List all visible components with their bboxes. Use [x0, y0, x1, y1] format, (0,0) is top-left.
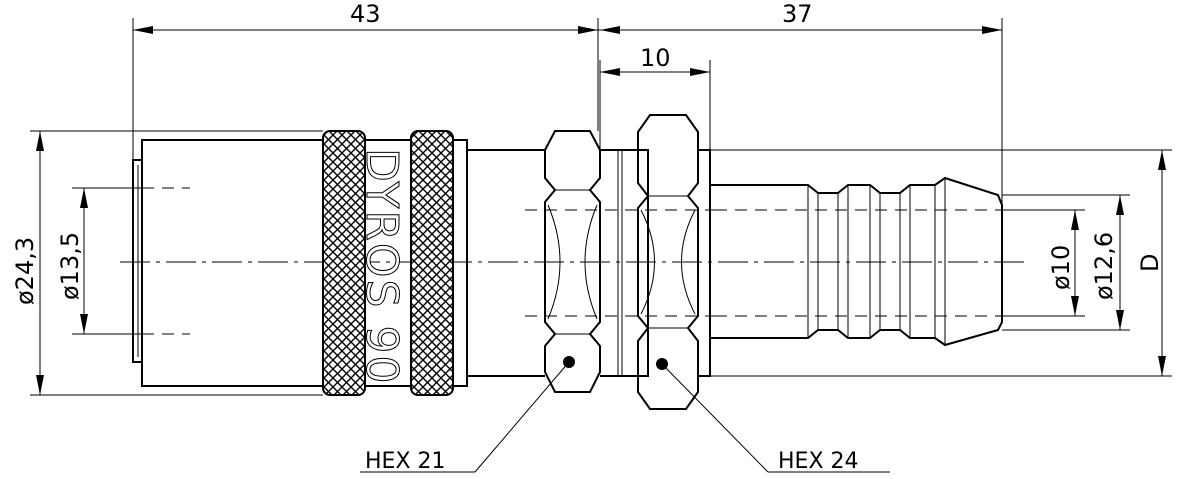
hex-connector: [600, 149, 649, 377]
hidden-bore-center: [525, 209, 715, 317]
dimension-10: 10: [599, 44, 711, 150]
dimension-dia-12-6: ø12,6: [1002, 194, 1130, 331]
dimension-10-label: 10: [640, 44, 671, 72]
hex-24-shoulder: [698, 149, 711, 377]
dimension-dia-24-3: ø24,3: [11, 130, 323, 396]
hex-21-nut: [544, 130, 601, 393]
callout-hex-24: HEX 24: [661, 363, 890, 474]
dimension-37: 37: [598, 0, 1003, 205]
left-end-plug: [132, 159, 142, 363]
dimension-d-label: D: [1136, 254, 1164, 272]
dimension-dia-13-5: ø13,5: [56, 187, 142, 335]
dimension-dia-12-6-label: ø12,6: [1090, 232, 1118, 300]
coupling-body: [141, 139, 468, 387]
dimension-dia-10: ø10: [1002, 209, 1085, 317]
dimension-43: 43: [132, 0, 599, 160]
dimension-dia-10-label: ø10: [1047, 245, 1075, 290]
neck-body: [467, 149, 545, 377]
dimension-dia-24-3-label: ø24,3: [11, 237, 39, 305]
hose-barb: [710, 176, 1003, 347]
brand-label: DYROS 90: [356, 148, 407, 385]
hex-21-label: HEX 21: [365, 449, 446, 474]
hex-24-label: HEX 24: [778, 449, 859, 474]
dimension-37-label: 37: [782, 0, 813, 28]
dimension-dia-13-5-label: ø13,5: [56, 232, 84, 300]
knurled-ring-right: [410, 130, 454, 396]
callout-hex-21: HEX 21: [360, 361, 570, 474]
dimension-d: D: [710, 149, 1172, 377]
knurled-ring-left: [322, 130, 366, 396]
hidden-bore-barb: [715, 209, 1005, 317]
dimension-43-label: 43: [350, 0, 381, 28]
hidden-bore-left: [142, 187, 190, 335]
